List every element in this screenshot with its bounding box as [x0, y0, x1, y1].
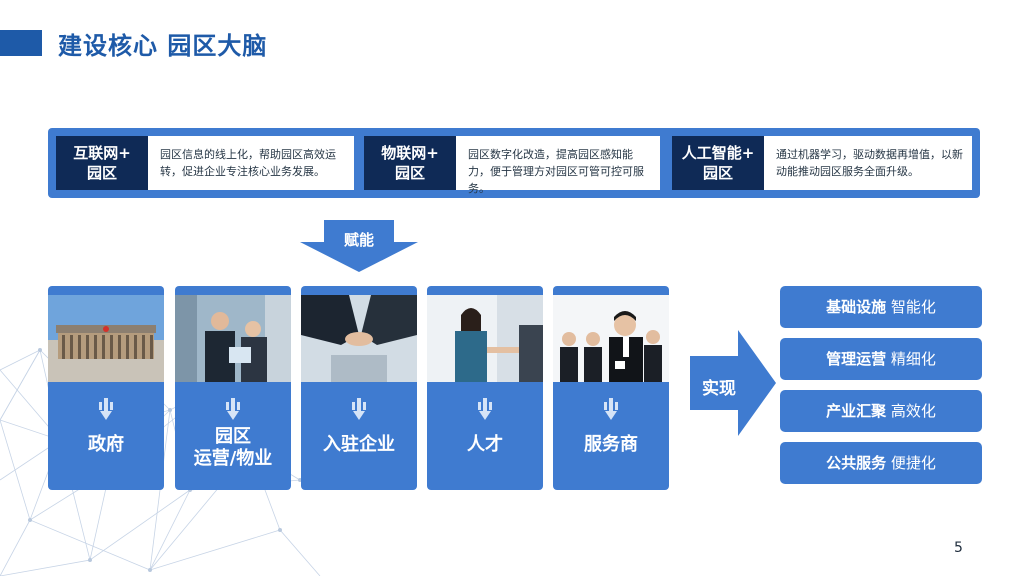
- page-number: 5: [954, 540, 963, 556]
- government-building-photo: [48, 295, 164, 382]
- pair-label: 物联网+ 园区: [364, 136, 456, 190]
- enable-arrow-label: 赋能: [343, 231, 374, 249]
- result-industry: 产业汇聚 高效化: [780, 390, 982, 432]
- down-arrow-hand-icon: [352, 398, 366, 420]
- card-label: 园区 运营/物业: [193, 426, 273, 469]
- pair-ai: 人工智能+ 园区 通过机器学习，驱动数据再增值，以新动能推动园区服务全面升级。: [672, 136, 972, 190]
- result-infrastructure: 基础设施 智能化: [780, 286, 982, 328]
- card-label: 服务商: [584, 434, 638, 455]
- title-accent-bar: [0, 30, 42, 56]
- pair-description: 通过机器学习，驱动数据再增值，以新动能推动园区服务全面升级。: [764, 136, 972, 190]
- down-arrow-hand-icon: [226, 398, 240, 420]
- result-management: 管理运营 精细化: [780, 338, 982, 380]
- service-staff-photo: [553, 295, 669, 382]
- stakeholder-card-government: 政府: [48, 286, 164, 490]
- pair-label: 互联网+ 园区: [56, 136, 148, 190]
- down-arrow-hand-icon: [99, 398, 113, 420]
- handshake-photo: [301, 295, 417, 382]
- pair-iot: 物联网+ 园区 园区数字化改造，提高园区感知能力，便于管理方对园区可管可控可服务…: [364, 136, 660, 195]
- talent-photo: [427, 295, 543, 382]
- realize-arrow-label: 实现: [702, 379, 736, 399]
- page-title: 建设核心 园区大脑: [58, 32, 268, 60]
- pair-description: 园区数字化改造，提高园区感知能力，便于管理方对园区可管可控可服务。: [456, 136, 660, 195]
- pair-internet: 互联网+ 园区 园区信息的线上化，帮助园区高效运转，促进企业专注核心业务发展。: [56, 136, 354, 190]
- card-label: 入驻企业: [323, 434, 395, 455]
- card-label: 政府: [88, 434, 124, 455]
- down-arrow-hand-icon: [478, 398, 492, 420]
- pair-label: 人工智能+ 园区: [672, 136, 764, 190]
- stakeholder-card-service-providers: 服务商: [553, 286, 669, 490]
- enable-down-arrow: [300, 220, 418, 272]
- down-arrow-hand-icon: [604, 398, 618, 420]
- result-public-service: 公共服务 便捷化: [780, 442, 982, 484]
- stakeholder-card-talent: 人才: [427, 286, 543, 490]
- realize-right-arrow: [690, 330, 776, 436]
- stakeholder-card-enterprises: 入驻企业: [301, 286, 417, 490]
- pair-description: 园区信息的线上化，帮助园区高效运转，促进企业专注核心业务发展。: [148, 136, 354, 190]
- stakeholder-card-park-operation: 园区 运营/物业: [175, 286, 291, 490]
- card-label: 人才: [467, 434, 503, 455]
- business-people-photo: [175, 295, 291, 382]
